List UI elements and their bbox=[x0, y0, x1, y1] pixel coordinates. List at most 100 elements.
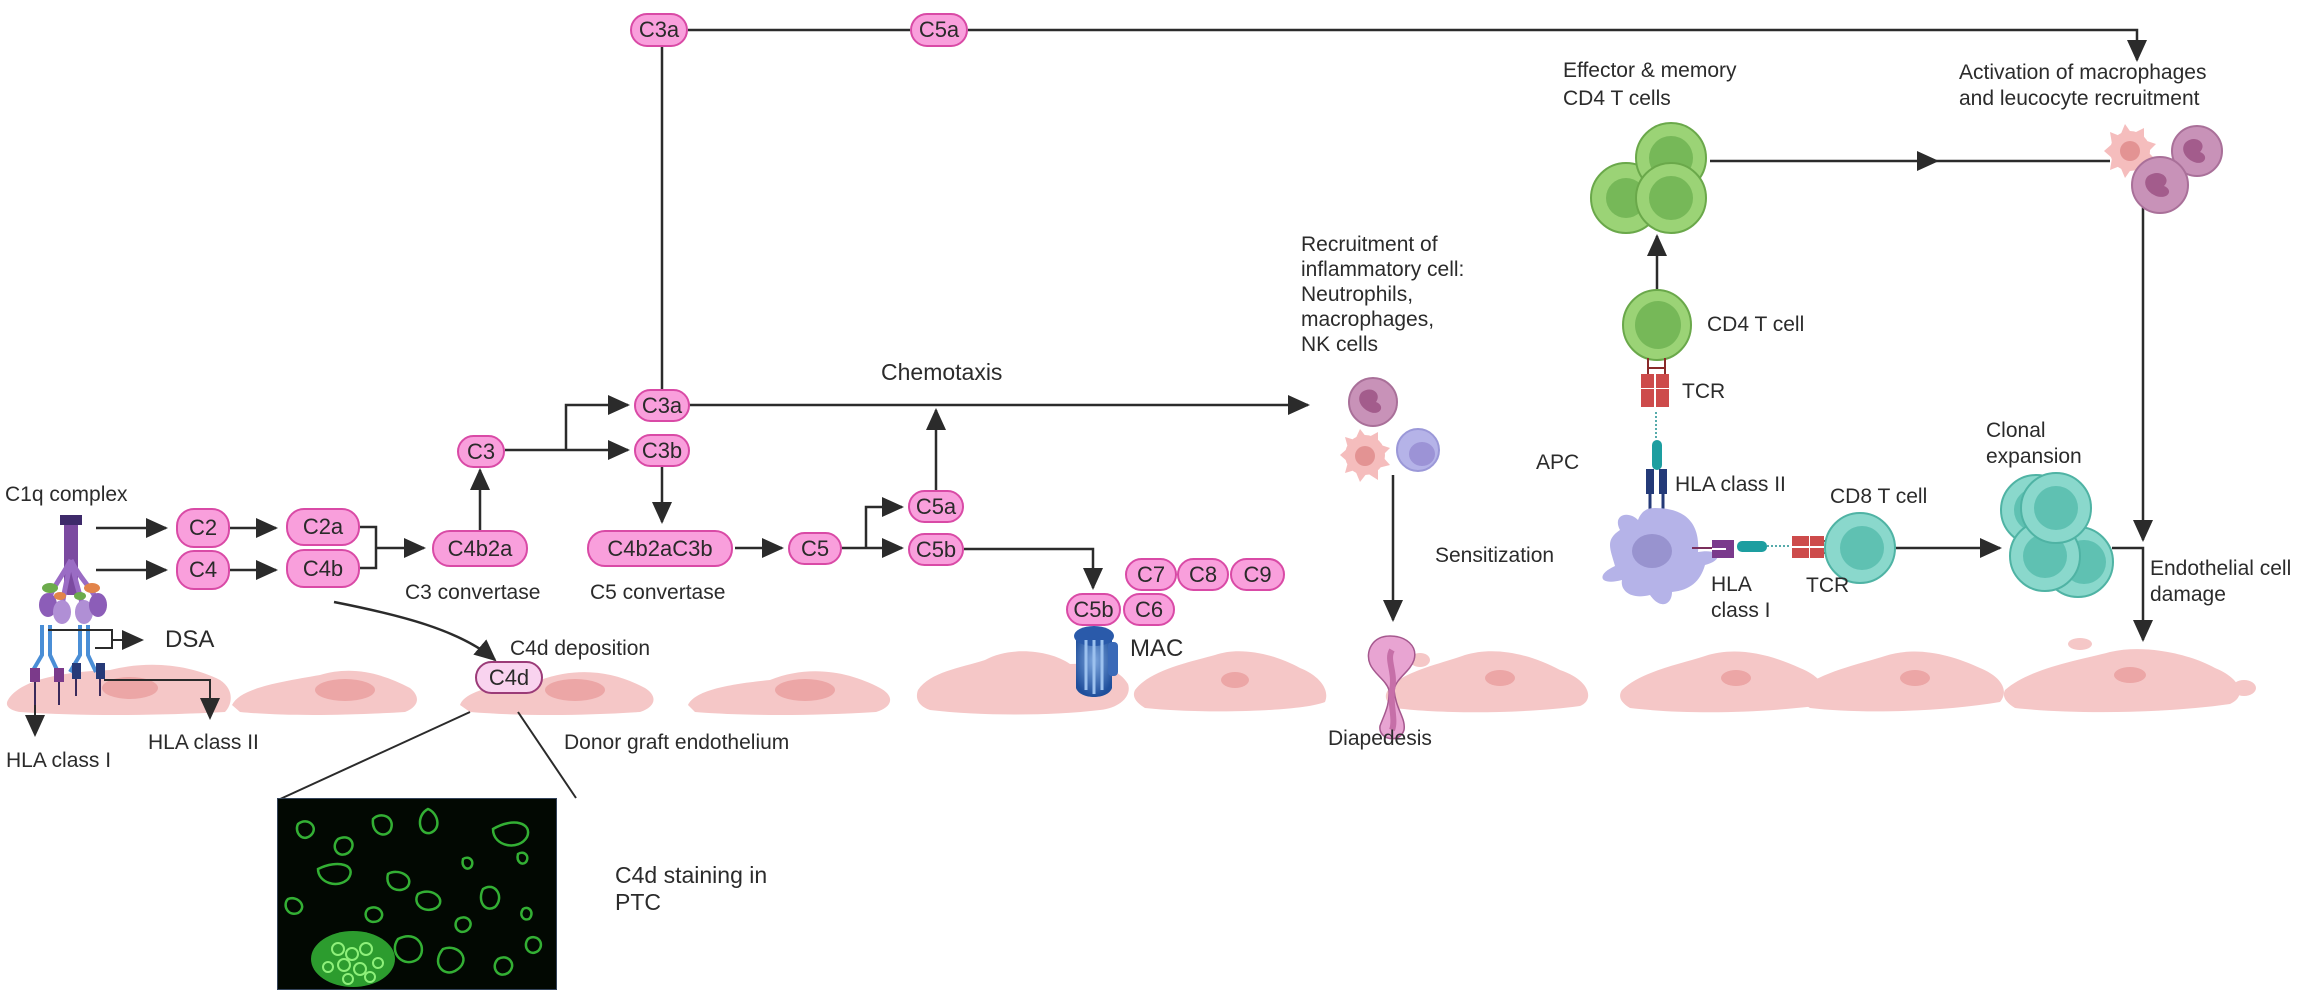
endothelial-nucleus bbox=[545, 679, 605, 701]
endothelial-damage-label-line1: Endothelial cell bbox=[2150, 557, 2292, 580]
pill-mac-c9: C9 bbox=[1230, 558, 1285, 591]
pill-c3a-top: C3a bbox=[630, 13, 688, 47]
dsa-bracket bbox=[48, 630, 142, 648]
zoom-line-right bbox=[517, 711, 577, 799]
recruitment-line: Recruitment of bbox=[1301, 233, 1438, 256]
activation-label-line1: Activation of macrophages bbox=[1959, 61, 2207, 84]
c4d-staining-micrograph bbox=[284, 807, 543, 987]
tcr-bottom-label: TCR bbox=[1806, 574, 1850, 597]
pill-c3a: C3a bbox=[634, 389, 690, 422]
diapedesis-cell-icon bbox=[1367, 635, 1416, 740]
endothelial-damage-label-line2: damage bbox=[2150, 583, 2226, 606]
hla-class-2-apc-label: HLA class II bbox=[1675, 473, 1786, 496]
hla-class-1-apc-icon bbox=[1692, 540, 1790, 558]
chemotaxis-label: Chemotaxis bbox=[881, 359, 1003, 385]
recruitment-line: macrophages, bbox=[1301, 308, 1435, 331]
activation-label-line2: and leucocyte recruitment bbox=[1959, 87, 2200, 110]
hla-class-2-apc-icon bbox=[1646, 469, 1667, 512]
c4d-deposition-label: C4d deposition bbox=[510, 637, 651, 660]
cd4-t-cell-icon bbox=[1622, 289, 1692, 361]
pill-c5b: C5b bbox=[908, 533, 964, 566]
pill-mac-c7: C7 bbox=[1125, 558, 1177, 591]
hla-class-2-arrow bbox=[104, 679, 220, 720]
pill-c4d: C4d bbox=[475, 661, 543, 694]
pill-c4b: C4b bbox=[286, 549, 360, 588]
pill-c4: C4 bbox=[176, 550, 230, 590]
hla-class-1-apc-label-line1: HLA bbox=[1711, 573, 1752, 596]
leucocyte-icon bbox=[2131, 125, 2223, 214]
damaged-endothelial-nucleus bbox=[2114, 667, 2146, 683]
cd8-t-cell-label: CD8 T cell bbox=[1830, 485, 1928, 508]
recruitment-label: Recruitment of inflammatory cell: Neutro… bbox=[1301, 232, 1464, 357]
zoom-line-left bbox=[277, 711, 471, 801]
pill-c2: C2 bbox=[176, 508, 230, 548]
arrow-c5-c5a bbox=[864, 497, 904, 548]
clonal-expansion-cells-icon bbox=[2000, 472, 2114, 598]
bracket-c2a-c4b bbox=[360, 527, 424, 568]
diapedesis-label: Diapedesis bbox=[1328, 727, 1432, 750]
cell-fragment bbox=[2068, 638, 2092, 650]
effector-label-line2: CD4 T cells bbox=[1563, 87, 1671, 110]
dsa-antibody-icon bbox=[30, 625, 105, 705]
arrow-top-to-activation bbox=[968, 28, 2147, 62]
line-clonal-damage bbox=[2112, 546, 2153, 642]
endothelial-nucleus bbox=[315, 679, 375, 701]
recruitment-line: Neutrophils, bbox=[1301, 283, 1414, 306]
donor-endothelium-label: Donor graft endothelium bbox=[564, 731, 790, 754]
c4d-staining-label-line1: C4d staining in bbox=[615, 862, 768, 888]
cell-fragment bbox=[2232, 680, 2256, 696]
mac-label: MAC bbox=[1130, 635, 1184, 662]
hla-class-2-label: HLA class II bbox=[148, 731, 259, 754]
pill-c3b: C3b bbox=[634, 434, 690, 467]
recruitment-line: inflammatory cell: bbox=[1301, 258, 1465, 281]
c4d-staining-label-line2: PTC bbox=[615, 889, 661, 915]
cd8-t-cell-icon bbox=[1824, 512, 1896, 584]
damaged-endothelial-nucleus bbox=[1221, 672, 1249, 688]
endothelial-nucleus bbox=[775, 679, 835, 701]
endothelium-healthy bbox=[6, 664, 891, 715]
dsa-label: DSA bbox=[165, 626, 215, 653]
damaged-endothelial-nucleus bbox=[1900, 670, 1930, 686]
c4d-staining-image bbox=[277, 798, 557, 990]
apc-label: APC bbox=[1536, 451, 1580, 474]
nk-cell-icon bbox=[1396, 428, 1440, 472]
effector-label-line1: Effector & memory bbox=[1563, 59, 1737, 82]
clonal-expansion-label-line2: expansion bbox=[1986, 445, 2082, 468]
pill-c4b2a: C4b2a bbox=[432, 530, 528, 567]
arrow-c3-c3a bbox=[564, 395, 630, 450]
pill-c5: C5 bbox=[788, 532, 842, 565]
endothelium-damaged bbox=[916, 638, 2256, 715]
antigen-peptide-top-icon bbox=[1652, 412, 1662, 470]
sensitization-label: Sensitization bbox=[1435, 544, 1555, 567]
pill-mac-c8: C8 bbox=[1177, 558, 1229, 591]
cd4-t-cell-label: CD4 T cell bbox=[1707, 313, 1805, 336]
pill-c5a-top: C5a bbox=[910, 13, 968, 47]
mac-pore-icon bbox=[1074, 626, 1118, 697]
clonal-expansion-label-line1: Clonal bbox=[1986, 419, 2046, 442]
damaged-endothelial-cell bbox=[916, 651, 1129, 715]
pill-c3: C3 bbox=[457, 435, 505, 468]
tcr-top-icon bbox=[1641, 358, 1669, 407]
c1q-complex-label: C1q complex bbox=[5, 483, 128, 506]
pill-c2a: C2a bbox=[286, 508, 360, 546]
neutrophil-icon bbox=[1348, 377, 1398, 427]
arrow-c5b-mac bbox=[964, 547, 1103, 590]
c3-convertase-label: C3 convertase bbox=[405, 581, 541, 604]
pill-c4b2ac3b: C4b2aC3b bbox=[587, 530, 733, 567]
c1q-complex-icon bbox=[39, 515, 107, 624]
damaged-endothelial-nucleus bbox=[1721, 670, 1751, 686]
macrophage-icon bbox=[1340, 429, 1390, 482]
hla-class-1-apc-label-line2: class I bbox=[1711, 599, 1771, 622]
pill-mac-c5b: C5b bbox=[1066, 593, 1121, 626]
damaged-endothelial-cell bbox=[1620, 651, 1825, 713]
cascade-arrows bbox=[96, 28, 2153, 662]
tcr-top-label: TCR bbox=[1682, 380, 1726, 403]
recruitment-line: NK cells bbox=[1301, 333, 1379, 356]
c5-convertase-label: C5 convertase bbox=[590, 581, 726, 604]
damaged-endothelial-nucleus bbox=[1485, 670, 1515, 686]
pill-mac-c6: C6 bbox=[1123, 593, 1175, 626]
apc-dendritic-cell-icon bbox=[1602, 508, 1718, 605]
hla-class-1-label: HLA class I bbox=[6, 749, 112, 772]
